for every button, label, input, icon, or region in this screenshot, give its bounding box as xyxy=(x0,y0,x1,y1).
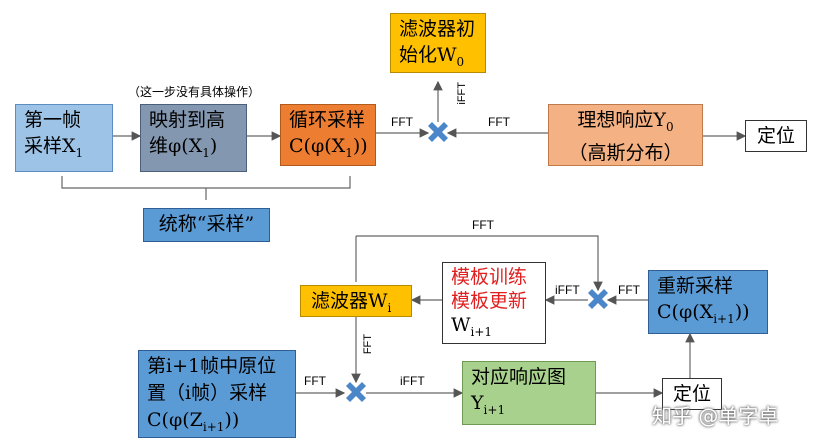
fft-label-top-left: FFT xyxy=(391,115,413,129)
ideal-response-box: 理想响应Y0 （高斯分布） xyxy=(548,104,703,166)
box-text: )) xyxy=(734,301,750,323)
ifft-label-middle: iFFT xyxy=(555,283,580,297)
box-text: 模板训练 xyxy=(451,266,528,288)
cyclic-sample-box: 循环采样 C(φ(X1)) xyxy=(280,104,376,166)
ifft-label-bottom-right: iFFT xyxy=(400,374,425,388)
box-text: 第一帧 xyxy=(24,109,82,131)
no-operation-note: （这一步没有具体操作） xyxy=(128,85,261,99)
box-text: 滤波器初 xyxy=(399,18,476,40)
multiply-icon-template xyxy=(588,289,608,309)
filter-init-box: 滤波器初 始化W0 xyxy=(390,13,486,73)
watermark: 知乎 @单字卓 xyxy=(652,404,779,428)
arrow-fft-loop xyxy=(356,235,603,292)
fft-label-bottom-left: FFT xyxy=(304,374,326,388)
summary-sampling-box: 统称“采样” xyxy=(143,208,270,242)
box-text: 理想响应Y xyxy=(577,109,666,131)
fft-label-down: FFT xyxy=(362,334,374,355)
map-high-dim-box: 映射到高 维φ(X1) xyxy=(140,104,247,172)
box-text: 对应响应图 xyxy=(471,366,567,388)
next-frame-sample-box: 第i+1帧中原位 置（i帧）采样 C(φ(Zi+1)) xyxy=(138,350,296,438)
resample-box: 重新采样 C(φ(Xi+1)) xyxy=(648,270,768,334)
sampling-brace xyxy=(61,176,351,200)
box-text: 模板更新 xyxy=(451,290,528,312)
box-text: C(φ(X xyxy=(657,301,714,323)
locate-box-top: 定位 xyxy=(745,120,807,152)
multiply-icon-response xyxy=(346,382,366,402)
subscript: i+1 xyxy=(483,402,506,417)
multiply-icon-top xyxy=(428,122,448,142)
box-text: 第i+1帧中原位 xyxy=(147,355,277,377)
filter-box: 滤波器Wi xyxy=(300,285,412,317)
box-text: C(φ(X xyxy=(289,135,346,157)
box-text: )) xyxy=(224,409,240,431)
box-text: 置（i帧）采样 xyxy=(147,382,268,404)
template-train-update-box: 模板训练 模板更新 Wi+1 xyxy=(442,262,546,344)
response-map-box: 对应响应图 Yi+1 xyxy=(462,361,596,425)
box-text: 始化W xyxy=(399,44,457,66)
subscript: 0 xyxy=(456,54,465,69)
locate-box-bottom: 定位 xyxy=(662,378,722,410)
box-text: ) xyxy=(209,135,218,157)
box-text: 采样X xyxy=(24,135,76,157)
box-text: W xyxy=(451,314,471,336)
box-text: Y xyxy=(471,392,484,414)
ifft-label-top: iFFT xyxy=(456,82,468,105)
fft-label-loop: FFT xyxy=(472,218,494,232)
box-text: C(φ(Z xyxy=(147,409,203,431)
box-text: 重新采样 xyxy=(657,275,734,297)
first-frame-sample-box: 第一帧 采样X1 xyxy=(15,104,113,172)
subscript: i+1 xyxy=(713,311,735,326)
subscript: 1 xyxy=(345,145,353,160)
subscript: 1 xyxy=(202,145,210,160)
subscript: i+1 xyxy=(202,419,225,434)
fft-label-top-right: FFT xyxy=(488,115,510,129)
subscript: 0 xyxy=(665,119,674,134)
box-text: 维φ(X xyxy=(149,135,203,157)
subscript: 1 xyxy=(75,145,84,160)
subscript: i xyxy=(387,300,392,315)
fft-label-right: FFT xyxy=(618,283,640,297)
box-text: 滤波器W xyxy=(311,290,388,312)
box-text: 映射到高 xyxy=(149,109,226,131)
box-text: 循环采样 xyxy=(289,109,366,131)
box-text: （高斯分布） xyxy=(568,141,683,164)
box-text: )) xyxy=(352,135,368,157)
subscript: i+1 xyxy=(470,324,493,339)
